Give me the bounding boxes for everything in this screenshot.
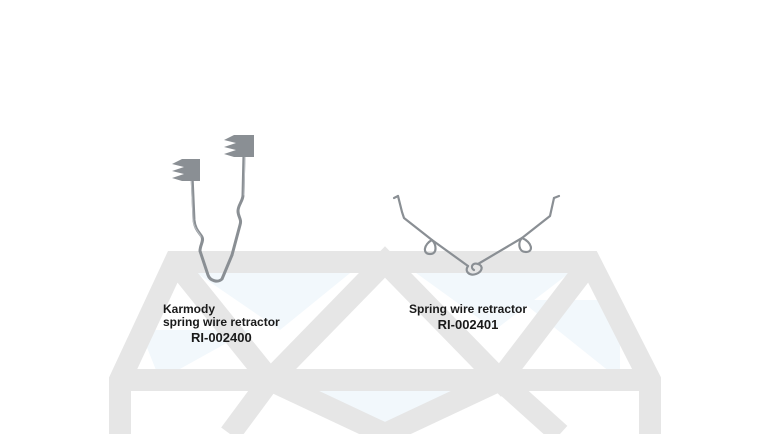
product-name-line1: Karmody — [163, 302, 216, 316]
product-name-line2: spring wire retractor — [163, 315, 280, 329]
product-code: RI-002400 — [191, 330, 252, 345]
spring-wire-label: Spring wire retractor RI-002401 — [408, 302, 528, 332]
product-code: RI-002401 — [437, 317, 499, 332]
spring-wire-retractor-icon — [392, 194, 561, 276]
product-name-line1: Spring wire retractor — [408, 302, 528, 316]
karmody-retractor-icon — [172, 135, 254, 283]
karmody-label: Karmody spring wire retractor RI-002400 — [163, 302, 280, 345]
